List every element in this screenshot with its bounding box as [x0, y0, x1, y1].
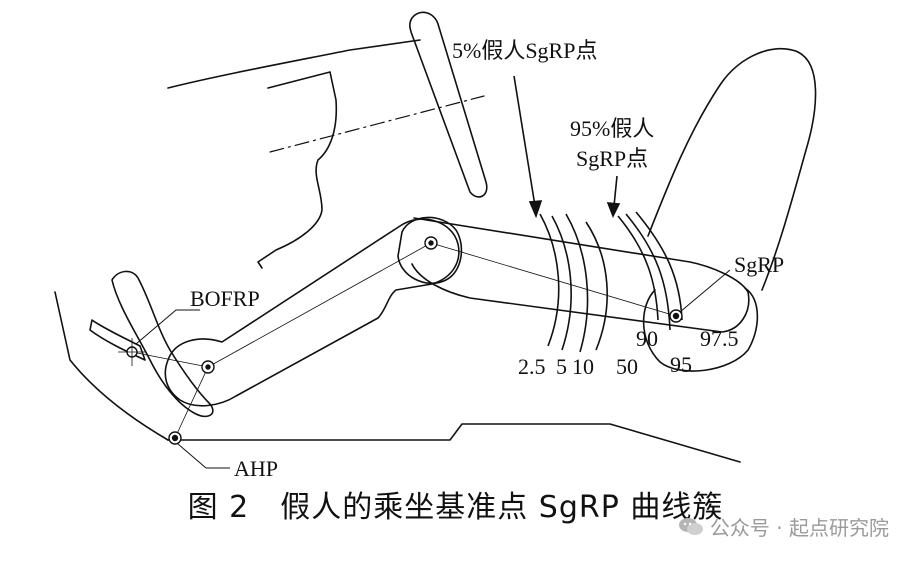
leader-ahp [177, 443, 207, 469]
toe-board [54, 291, 169, 441]
knee-joint [397, 216, 463, 285]
pedal [89, 319, 146, 361]
watermark: 公众号 · 起点研究院 [678, 512, 889, 541]
steering-column-axis [269, 95, 485, 153]
curve-label-50: 50 [616, 354, 638, 379]
curve-97-5 [635, 211, 683, 321]
arrow-95-percent [613, 175, 618, 207]
curve-label-2-5: 2.5 [518, 354, 546, 379]
label-ahp: AHP [234, 456, 278, 481]
curve-50 [585, 221, 608, 351]
curve-label-95: 95 [670, 352, 692, 377]
leader-sgrp [679, 269, 731, 313]
label-5-percent-sgrp: 5%假人SgRP点 [452, 38, 597, 63]
curve-5 [551, 215, 572, 351]
arrow-95-percent-head [606, 202, 621, 218]
arrow-5-percent-head [528, 200, 543, 219]
knee-point [424, 236, 438, 250]
roof-line [167, 39, 421, 89]
wechat-icon [678, 517, 703, 535]
thigh [411, 217, 750, 333]
sgrp-point [669, 309, 683, 323]
ankle-point [201, 360, 215, 374]
curve-label-5: 5 [556, 354, 567, 379]
figure-caption: 图 2 假人的乘坐基准点 SgRP 曲线簇 [187, 490, 724, 525]
curve-10 [565, 213, 589, 353]
link-shin [207, 242, 432, 368]
watermark-text: 公众号 · 起点研究院 [709, 516, 889, 540]
bofrp-point [118, 338, 146, 366]
curve-label-97-5: 97.5 [700, 326, 739, 351]
curve-2-5 [539, 213, 560, 347]
seat-cushion [642, 287, 759, 372]
arrow-5-percent [513, 75, 536, 207]
steering-wheel [409, 11, 488, 198]
label-95-percent-line1: 95%假人 [570, 116, 654, 141]
label-sgrp: SgRP [734, 252, 784, 277]
leader-bofrp [135, 309, 177, 345]
lower-leg [164, 218, 460, 407]
link-thigh [430, 242, 677, 317]
shoe [111, 270, 214, 418]
curve-90 [617, 215, 659, 321]
curve-95 [625, 213, 671, 331]
curve-label-90: 90 [636, 326, 658, 351]
seat-back [647, 47, 817, 291]
ahp-point [168, 431, 182, 445]
sgrp-curve-family [539, 211, 683, 353]
link-ankle [174, 366, 209, 439]
label-95-percent-line2: SgRP点 [576, 146, 648, 171]
floor-line [167, 423, 741, 463]
link-bofrp [131, 351, 209, 368]
curve-label-10: 10 [572, 354, 594, 379]
dashboard-outline [257, 71, 338, 269]
label-bofrp: BOFRP [190, 286, 260, 311]
